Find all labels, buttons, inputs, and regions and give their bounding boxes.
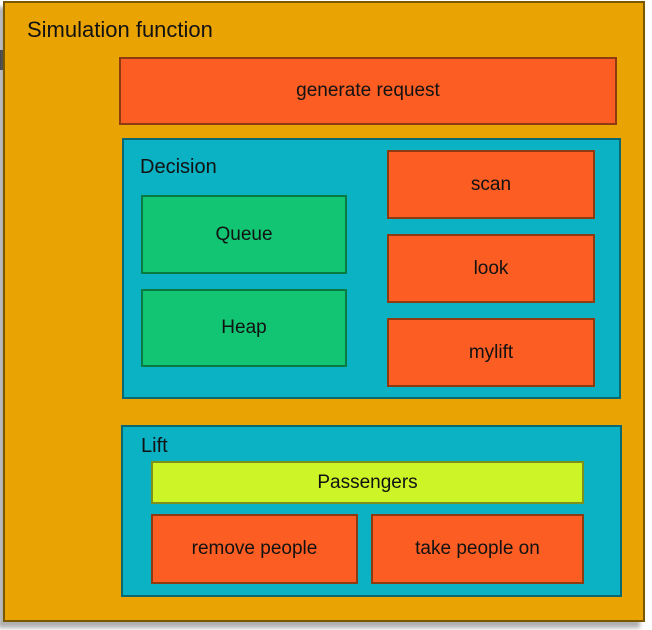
lift-group-title: Lift <box>141 435 168 457</box>
lift-group: Lift Passengers remove people take peopl… <box>121 425 622 597</box>
remove-people-label: remove people <box>191 538 318 559</box>
look-label: look <box>473 257 509 279</box>
generate-request-label: generate request <box>296 80 440 101</box>
generate-request-box: generate request <box>119 57 617 125</box>
mylift-box: mylift <box>387 318 595 387</box>
queue-box: Queue <box>141 195 347 274</box>
simulation-function-group: Simulation function generate request Dec… <box>3 1 645 622</box>
scan-label: scan <box>470 173 512 195</box>
remove-people-box: remove people <box>151 514 358 584</box>
heap-label: Heap <box>221 317 267 338</box>
passengers-box: Passengers <box>151 461 584 504</box>
scan-box: scan <box>387 150 595 219</box>
mylift-label: mylift <box>468 341 514 363</box>
decision-group: Decision Queue Heap scan look mylift <box>122 138 621 399</box>
queue-label: Queue <box>215 223 273 245</box>
decision-group-title: Decision <box>140 156 217 178</box>
simulation-function-title: Simulation function <box>27 17 213 42</box>
passengers-label: Passengers <box>317 471 418 493</box>
heap-box: Heap <box>141 289 347 367</box>
take-people-on-box: take people on <box>371 514 584 584</box>
left-edge-artifact <box>0 50 5 70</box>
take-people-on-label: take people on <box>415 538 540 559</box>
look-box: look <box>387 234 595 303</box>
